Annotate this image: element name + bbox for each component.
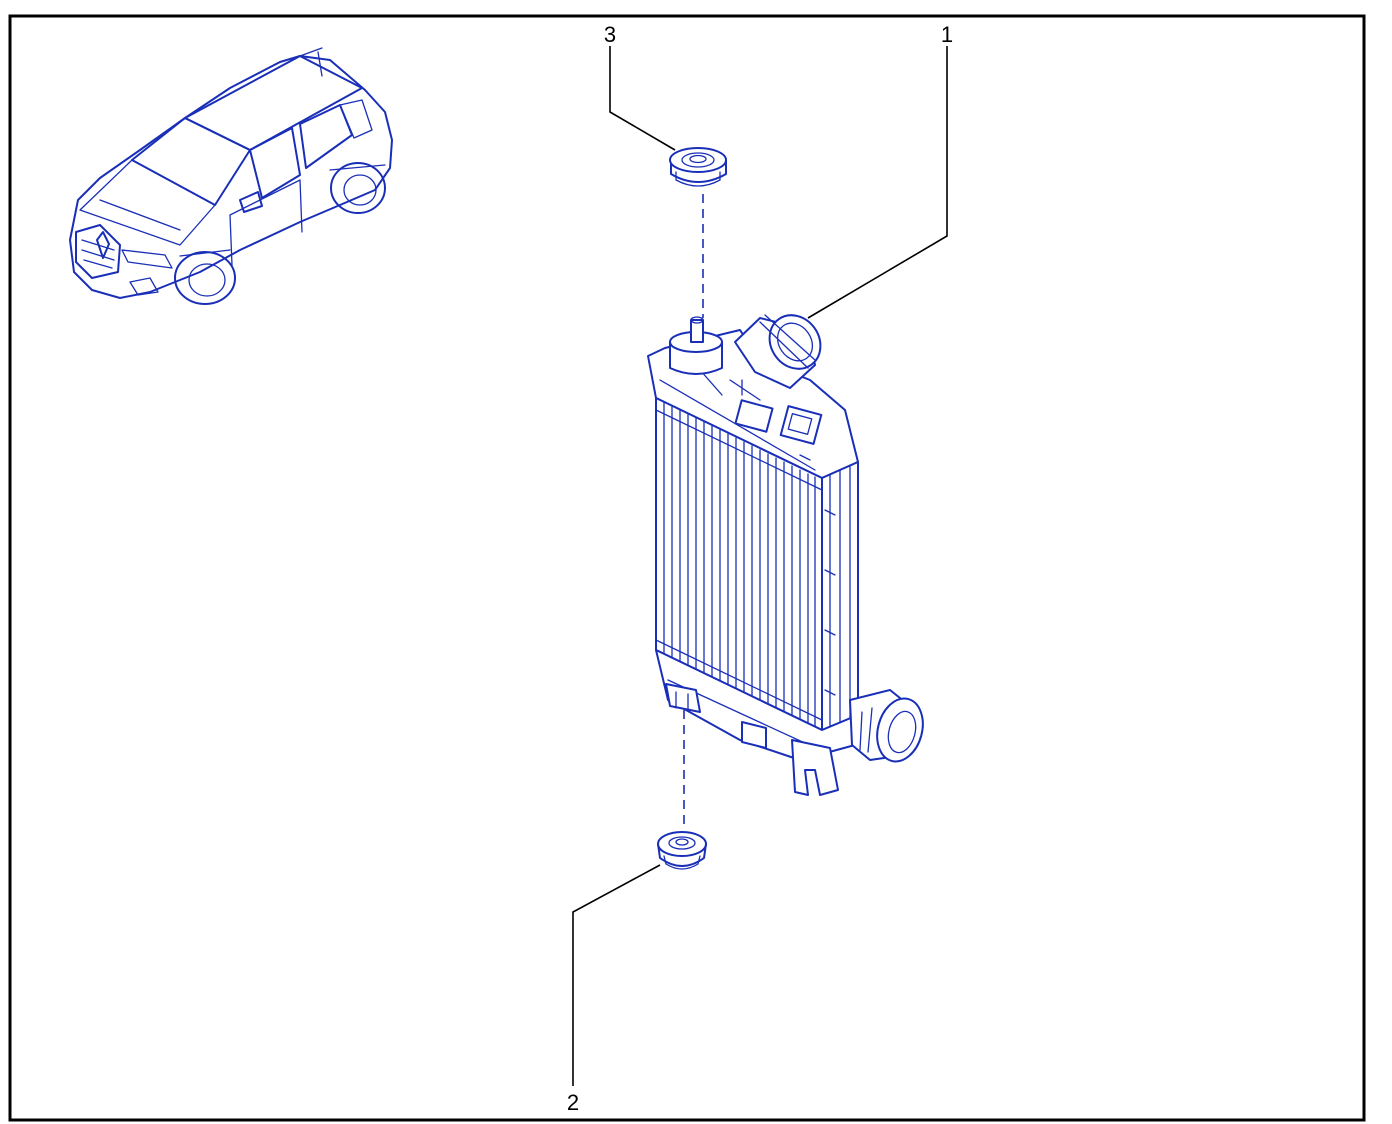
intercooler-core-fins <box>655 401 851 730</box>
callout-3: 3 <box>604 22 676 151</box>
part-3-upper-grommet[interactable] <box>669 147 727 187</box>
callout-label-3: 3 <box>604 22 616 47</box>
callout-1: 1 <box>807 22 953 319</box>
callout-2: 2 <box>567 864 661 1115</box>
vehicle-thumbnail <box>69 47 393 305</box>
callout-label-1: 1 <box>941 22 953 47</box>
part-1-intercooler[interactable] <box>647 305 930 796</box>
part-2-lower-grommet[interactable] <box>657 831 707 870</box>
leader-line-3 <box>609 46 676 151</box>
leader-line-2 <box>572 864 661 1086</box>
diagram-frame <box>8 14 1366 1122</box>
callout-label-2: 2 <box>567 1090 579 1115</box>
leader-line-1 <box>807 46 948 319</box>
